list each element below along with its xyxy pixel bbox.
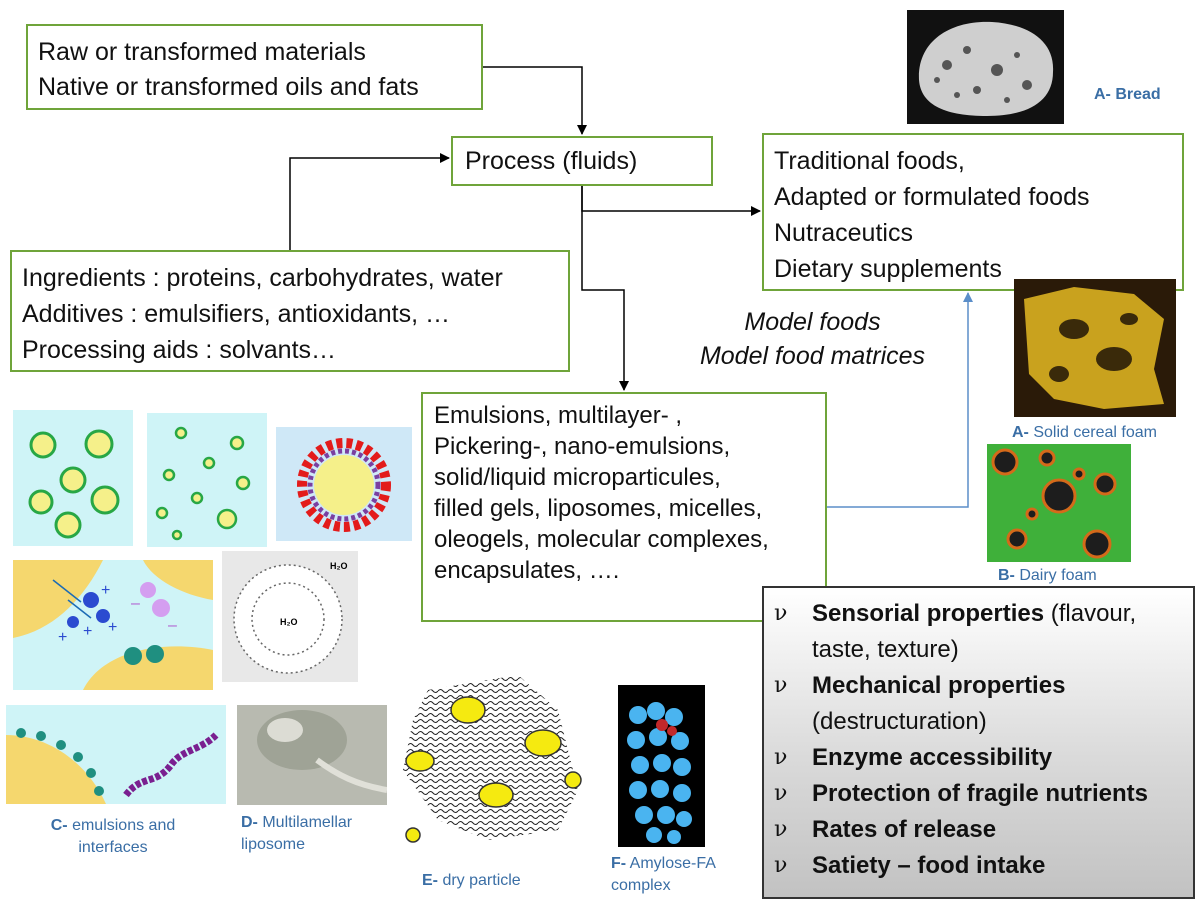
caption-dry-particle: E- dry particle: [422, 872, 521, 889]
pickering-interface: + + + + – –: [13, 560, 213, 690]
emulsion-droplets-small: [147, 413, 267, 547]
systems-line-4: filled gels, liposomes, micelles,: [434, 495, 763, 522]
arrow-raw-to-process: [483, 66, 587, 135]
bullet-icon: ν: [774, 745, 788, 770]
property-item: ν Enzyme accessibility: [774, 740, 1183, 776]
dry-particle-diagram: [398, 670, 588, 850]
svg-text:+: +: [101, 582, 110, 599]
property-item: ν Satiety – food intake: [774, 848, 1183, 884]
multilamellar-liposome-image: [237, 705, 387, 805]
properties-panel: ν Sensorial properties (flavour, taste, …: [762, 586, 1195, 899]
caption-emulsions: C- emulsions and interfaces: [50, 817, 176, 856]
foods-line-2: Adapted or formulated foods: [774, 183, 1090, 211]
foods-line-1: Traditional foods,: [774, 147, 965, 175]
property-item: ν Rates of release: [774, 812, 1183, 848]
systems-box: Emulsions, multilayer- , Pickering-, nan…: [421, 392, 827, 622]
water-label: H₂O: [280, 617, 298, 627]
bullet-icon: ν: [774, 601, 788, 626]
interface-adsorption: [6, 705, 226, 804]
ingredients-box: Ingredients : proteins, carbohydrates, w…: [10, 250, 570, 372]
svg-text:+: +: [58, 629, 67, 646]
foods-line-4: Dietary supplements: [774, 255, 1002, 283]
water-label: H₂O: [330, 561, 348, 571]
process-label: Process (fluids): [465, 147, 638, 175]
property-item: ν Mechanical properties: [774, 668, 1183, 704]
ingredients-line-3: Processing aids : solvants…: [22, 336, 337, 364]
bullet-icon: ν: [774, 853, 788, 878]
bullet-icon: ν: [774, 673, 788, 698]
property-name: Protection of fragile nutrients: [812, 780, 1149, 807]
svg-text:–: –: [168, 617, 177, 634]
caption-dairy-foam: B- Dairy foam: [998, 567, 1097, 584]
property-detail-2: taste, texture): [812, 636, 959, 663]
property-item: ν Protection of fragile nutrients: [774, 776, 1183, 812]
svg-text:–: –: [131, 595, 140, 612]
bullet-icon: ν: [774, 817, 788, 842]
multilayer-droplet: [276, 427, 412, 541]
property-name: Mechanical properties: [812, 672, 1066, 699]
property-detail: (flavour,: [1044, 600, 1137, 627]
svg-text:+: +: [83, 623, 92, 640]
foods-box: Traditional foods, Adapted or formulated…: [762, 133, 1184, 291]
arrow-systems-to-foods: [827, 292, 973, 508]
systems-line-6: encapsulates, ….: [434, 557, 620, 584]
systems-line-5: oleogels, molecular complexes,: [434, 526, 769, 553]
bread-image: [907, 10, 1064, 124]
systems-line-1: Emulsions, multilayer- ,: [434, 402, 683, 429]
property-name: Enzyme accessibility: [812, 744, 1053, 771]
arrow-process-to-foods: [581, 186, 761, 216]
ingredients-line-2: Additives : emulsifiers, antioxidants, …: [22, 300, 450, 328]
bullet-icon: ν: [774, 781, 788, 806]
raw-line-2: Native or transformed oils and fats: [38, 73, 419, 101]
arrow-ingredients-to-process: [289, 153, 450, 250]
property-name: Sensorial properties: [812, 600, 1045, 627]
emulsion-droplets-large: [13, 410, 133, 546]
arrow-process-to-systems: [581, 186, 629, 391]
property-name: Rates of release: [812, 816, 997, 843]
caption-cereal-foam: A- Solid cereal foam: [1012, 424, 1157, 441]
svg-text:+: +: [108, 619, 117, 636]
caption-bread: A- Bread: [1094, 86, 1161, 103]
property-item: ν Sensorial properties (flavour,: [774, 596, 1183, 632]
raw-line-1: Raw or transformed materials: [38, 38, 366, 66]
caption-amylose: F- Amylose-FA complex: [611, 855, 716, 894]
systems-line-3: solid/liquid microparticules,: [434, 464, 721, 491]
property-item-continued: taste, texture): [774, 632, 1183, 668]
systems-line-2: Pickering-, nano-emulsions,: [434, 433, 731, 460]
property-item-continued: (destructuration): [774, 704, 1183, 740]
cereal-foam-image: [1014, 279, 1176, 417]
caption-liposome: D- Multilamellar liposome: [241, 814, 353, 853]
model-foods-label: Model foods: [744, 308, 881, 336]
process-box: Process (fluids): [451, 136, 713, 186]
property-name: Satiety – food intake: [812, 852, 1046, 879]
amylose-complex-image: [618, 685, 705, 847]
liposome-schematic: H₂O H₂O: [222, 551, 358, 682]
model-food-matrices-label: Model food matrices: [699, 342, 926, 370]
foods-line-3: Nutraceutics: [774, 219, 913, 247]
ingredients-line-1: Ingredients : proteins, carbohydrates, w…: [22, 264, 503, 292]
dairy-foam-image: [987, 444, 1131, 562]
property-detail-2: (destructuration): [812, 708, 987, 735]
raw-materials-box: Raw or transformed materials Native or t…: [26, 24, 483, 110]
